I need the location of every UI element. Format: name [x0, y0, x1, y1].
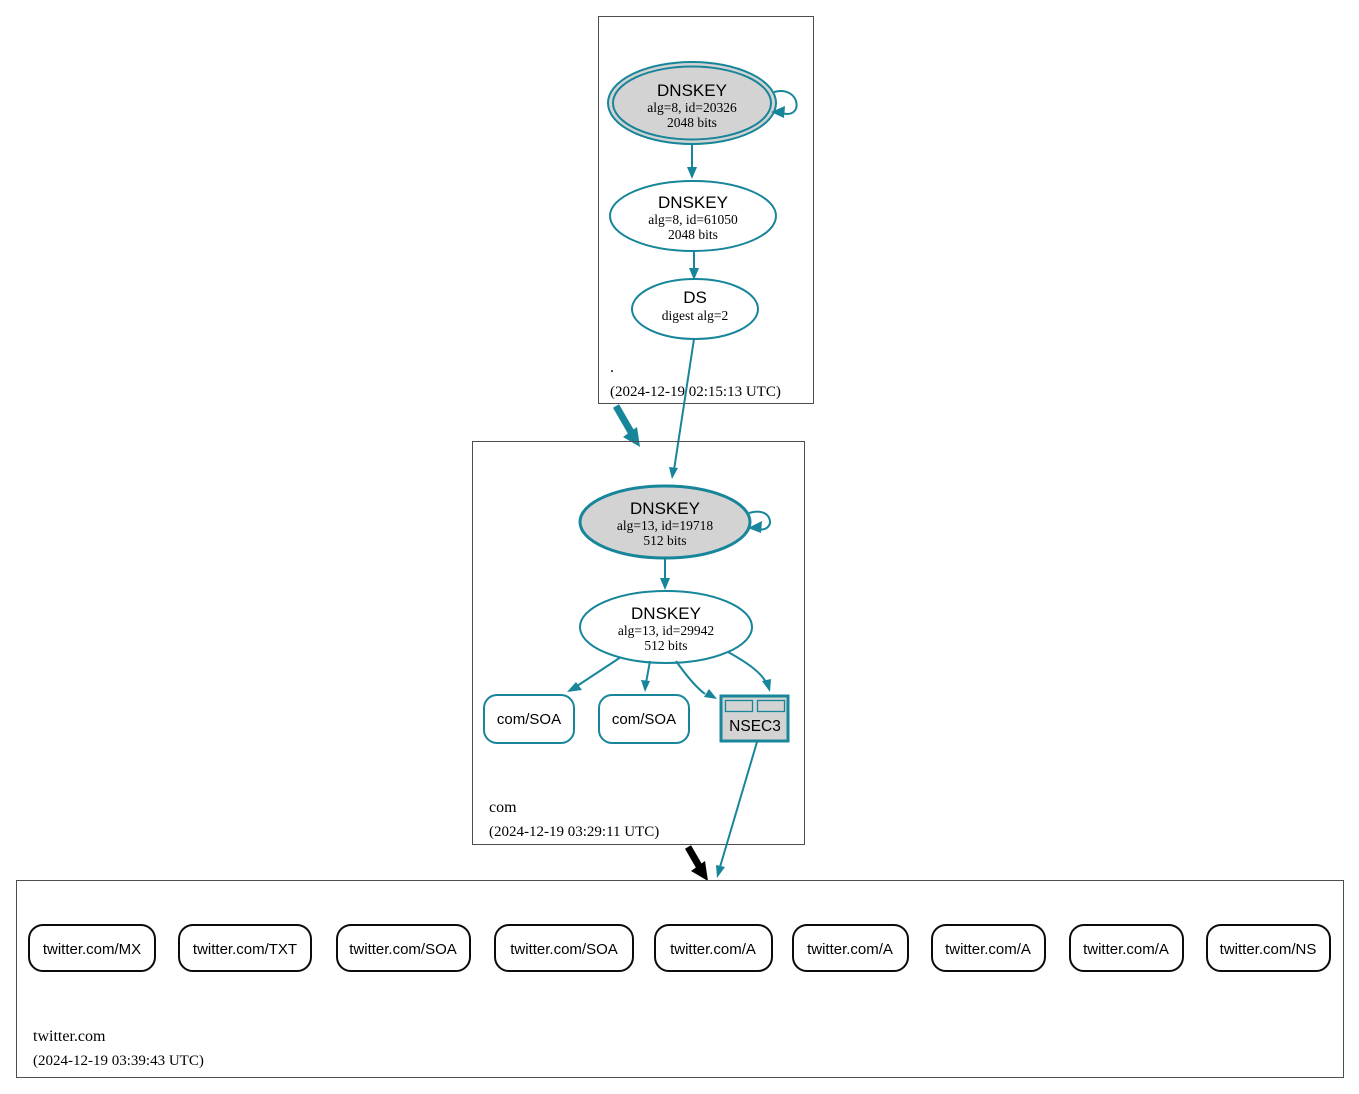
edge-root-ksk-zsk	[687, 144, 697, 179]
rrset-label: twitter.com/A	[670, 941, 756, 958]
rrset-node-ns: twitter.com/NS	[1206, 924, 1331, 972]
rrset-node-mx: twitter.com/MX	[28, 924, 156, 972]
root-ds-node: DS digest alg=2	[631, 278, 759, 340]
com-soa1-label: com/SOA	[497, 711, 561, 728]
zone-box-com: com (2024-12-19 03:29:11 UTC) DNSKEY alg…	[472, 441, 805, 845]
rrset-label: twitter.com/SOA	[349, 941, 457, 958]
zone-label-com: com	[489, 799, 517, 816]
com-ksk-node: DNSKEY alg=13, id=19718 512 bits	[578, 484, 752, 560]
delegation-arrow-com-twitter	[684, 845, 708, 881]
delegation-arrow-root-com	[612, 404, 640, 447]
com-nsec3-node: NSEC3	[719, 694, 790, 743]
root-ds-attrs: digest alg=2	[662, 308, 728, 323]
root-ds-title: DS	[683, 288, 707, 307]
root-zsk-attrs: alg=8, id=61050	[648, 212, 738, 227]
com-soa2-label: com/SOA	[612, 711, 676, 728]
edge-ds-to-com-ksk	[669, 338, 695, 479]
rrset-label: twitter.com/A	[1083, 941, 1169, 958]
rrset-node-a-2: twitter.com/A	[792, 924, 909, 972]
root-ksk-node: DNSKEY alg=8, id=20326 2048 bits	[607, 61, 777, 145]
root-ksk-selfsign-edge	[771, 90, 798, 118]
zone-border-twitter	[16, 880, 1344, 1078]
rrset-label: twitter.com/TXT	[193, 941, 297, 958]
com-nsec3-label: NSEC3	[729, 718, 781, 735]
com-ksk-selfsign-edge	[748, 510, 771, 533]
root-ksk-bits: 2048 bits	[667, 115, 717, 130]
nsec3-cell-2	[756, 699, 786, 713]
edge-root-zsk-ds	[689, 251, 699, 280]
rrset-label: twitter.com/A	[807, 941, 893, 958]
rrset-node-soa-1: twitter.com/SOA	[336, 924, 471, 972]
rrset-node-a-1: twitter.com/A	[654, 924, 773, 972]
zone-timestamp-twitter: (2024-12-19 03:39:43 UTC)	[33, 1053, 204, 1069]
zone-timestamp-com: (2024-12-19 03:29:11 UTC)	[489, 824, 659, 840]
rrset-node-soa-2: twitter.com/SOA	[494, 924, 634, 972]
com-ksk-bits: 512 bits	[643, 533, 686, 548]
zone-box-root: . (2024-12-19 02:15:13 UTC) DNSKEY alg=8…	[598, 16, 814, 404]
zone-border-root	[598, 16, 814, 404]
zone-box-twitter: twitter.com (2024-12-19 03:39:43 UTC) tw…	[16, 880, 1344, 1078]
edge-com-zsk-nsec3-a	[675, 660, 717, 699]
com-soa1-node: com/SOA	[483, 694, 575, 744]
rrset-label: twitter.com/NS	[1220, 941, 1317, 958]
com-ksk-title: DNSKEY	[630, 499, 700, 518]
rrset-node-a-4: twitter.com/A	[1069, 924, 1184, 972]
com-ksk-attrs: alg=13, id=19718	[617, 518, 713, 533]
rrset-node-txt: twitter.com/TXT	[178, 924, 312, 972]
rrset-label: twitter.com/A	[945, 941, 1031, 958]
edge-com-zsk-soa2	[641, 660, 651, 692]
root-zsk-title: DNSKEY	[658, 193, 728, 212]
root-ksk-attrs: alg=8, id=20326	[647, 100, 737, 115]
rrset-label: twitter.com/SOA	[510, 941, 618, 958]
com-zsk-title: DNSKEY	[631, 604, 701, 623]
rrset-label: twitter.com/MX	[43, 941, 141, 958]
edge-com-zsk-soa1	[567, 656, 622, 692]
edge-nsec3-to-twitter	[716, 741, 758, 878]
root-ksk-title: DNSKEY	[657, 81, 727, 100]
zone-timestamp-root: (2024-12-19 02:15:13 UTC)	[610, 384, 781, 400]
com-zsk-bits: 512 bits	[644, 638, 687, 653]
root-zsk-node: DNSKEY alg=8, id=61050 2048 bits	[609, 180, 777, 252]
com-zsk-node: DNSKEY alg=13, id=29942 512 bits	[579, 590, 753, 664]
zone-border-com	[472, 441, 805, 845]
com-soa2-node: com/SOA	[598, 694, 690, 744]
nsec3-cell-1	[724, 699, 754, 713]
edge-com-ksk-zsk	[660, 558, 670, 590]
zone-label-root: .	[610, 359, 614, 376]
zone-label-twitter: twitter.com	[33, 1028, 106, 1045]
edge-com-zsk-nsec3-b	[727, 651, 771, 692]
root-zsk-bits: 2048 bits	[668, 227, 718, 242]
rrset-node-a-3: twitter.com/A	[931, 924, 1046, 972]
com-zsk-attrs: alg=13, id=29942	[618, 623, 714, 638]
